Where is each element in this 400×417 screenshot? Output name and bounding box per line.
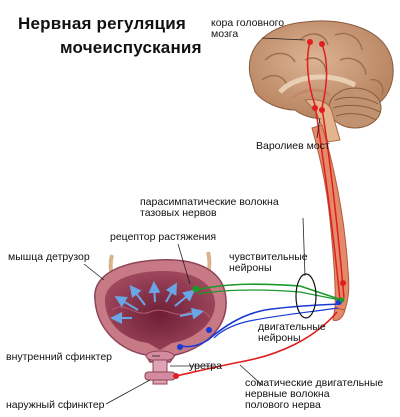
label-internal-sphincter: внутренний сфинктер — [6, 351, 112, 363]
label-somatic-line3: полового нерва — [245, 399, 321, 411]
brain-illustration — [248, 20, 394, 143]
label-cortex-line1: кора головного — [211, 17, 285, 29]
label-somatic-line2: нервные волокна — [245, 388, 330, 400]
label-sensory-line1: чувствительные — [229, 251, 308, 263]
label-sensory-line2: нейроны — [229, 262, 272, 274]
page-title-line2: мочеиспускания — [60, 38, 202, 57]
label-external-sphincter: наружный сфинктер — [6, 399, 105, 411]
label-cortex-line2: мозга — [211, 28, 239, 40]
page-title-line1: Нервная регуляция — [18, 14, 187, 33]
leader-lines — [83, 37, 321, 405]
label-somatic-line1: соматические двигательные — [245, 377, 384, 389]
pressure-arrows — [110, 281, 204, 324]
label-detrusor: мышца детрузор — [8, 251, 90, 263]
label-motor-line2: нейроны — [258, 332, 301, 344]
label-parasym-line2: тазовых нервов — [140, 207, 217, 219]
label-stretch-receptor: рецептор растяжения — [110, 231, 217, 243]
label-pons: Варолиев мост — [256, 140, 330, 152]
label-motor-line1: двигательные — [258, 321, 326, 333]
label-parasym-line1: парасимпатические волокна — [140, 196, 279, 208]
somatic-pathway — [173, 311, 338, 379]
label-urethra: уретра — [189, 360, 222, 372]
nerve-bundle-ring — [295, 273, 317, 319]
